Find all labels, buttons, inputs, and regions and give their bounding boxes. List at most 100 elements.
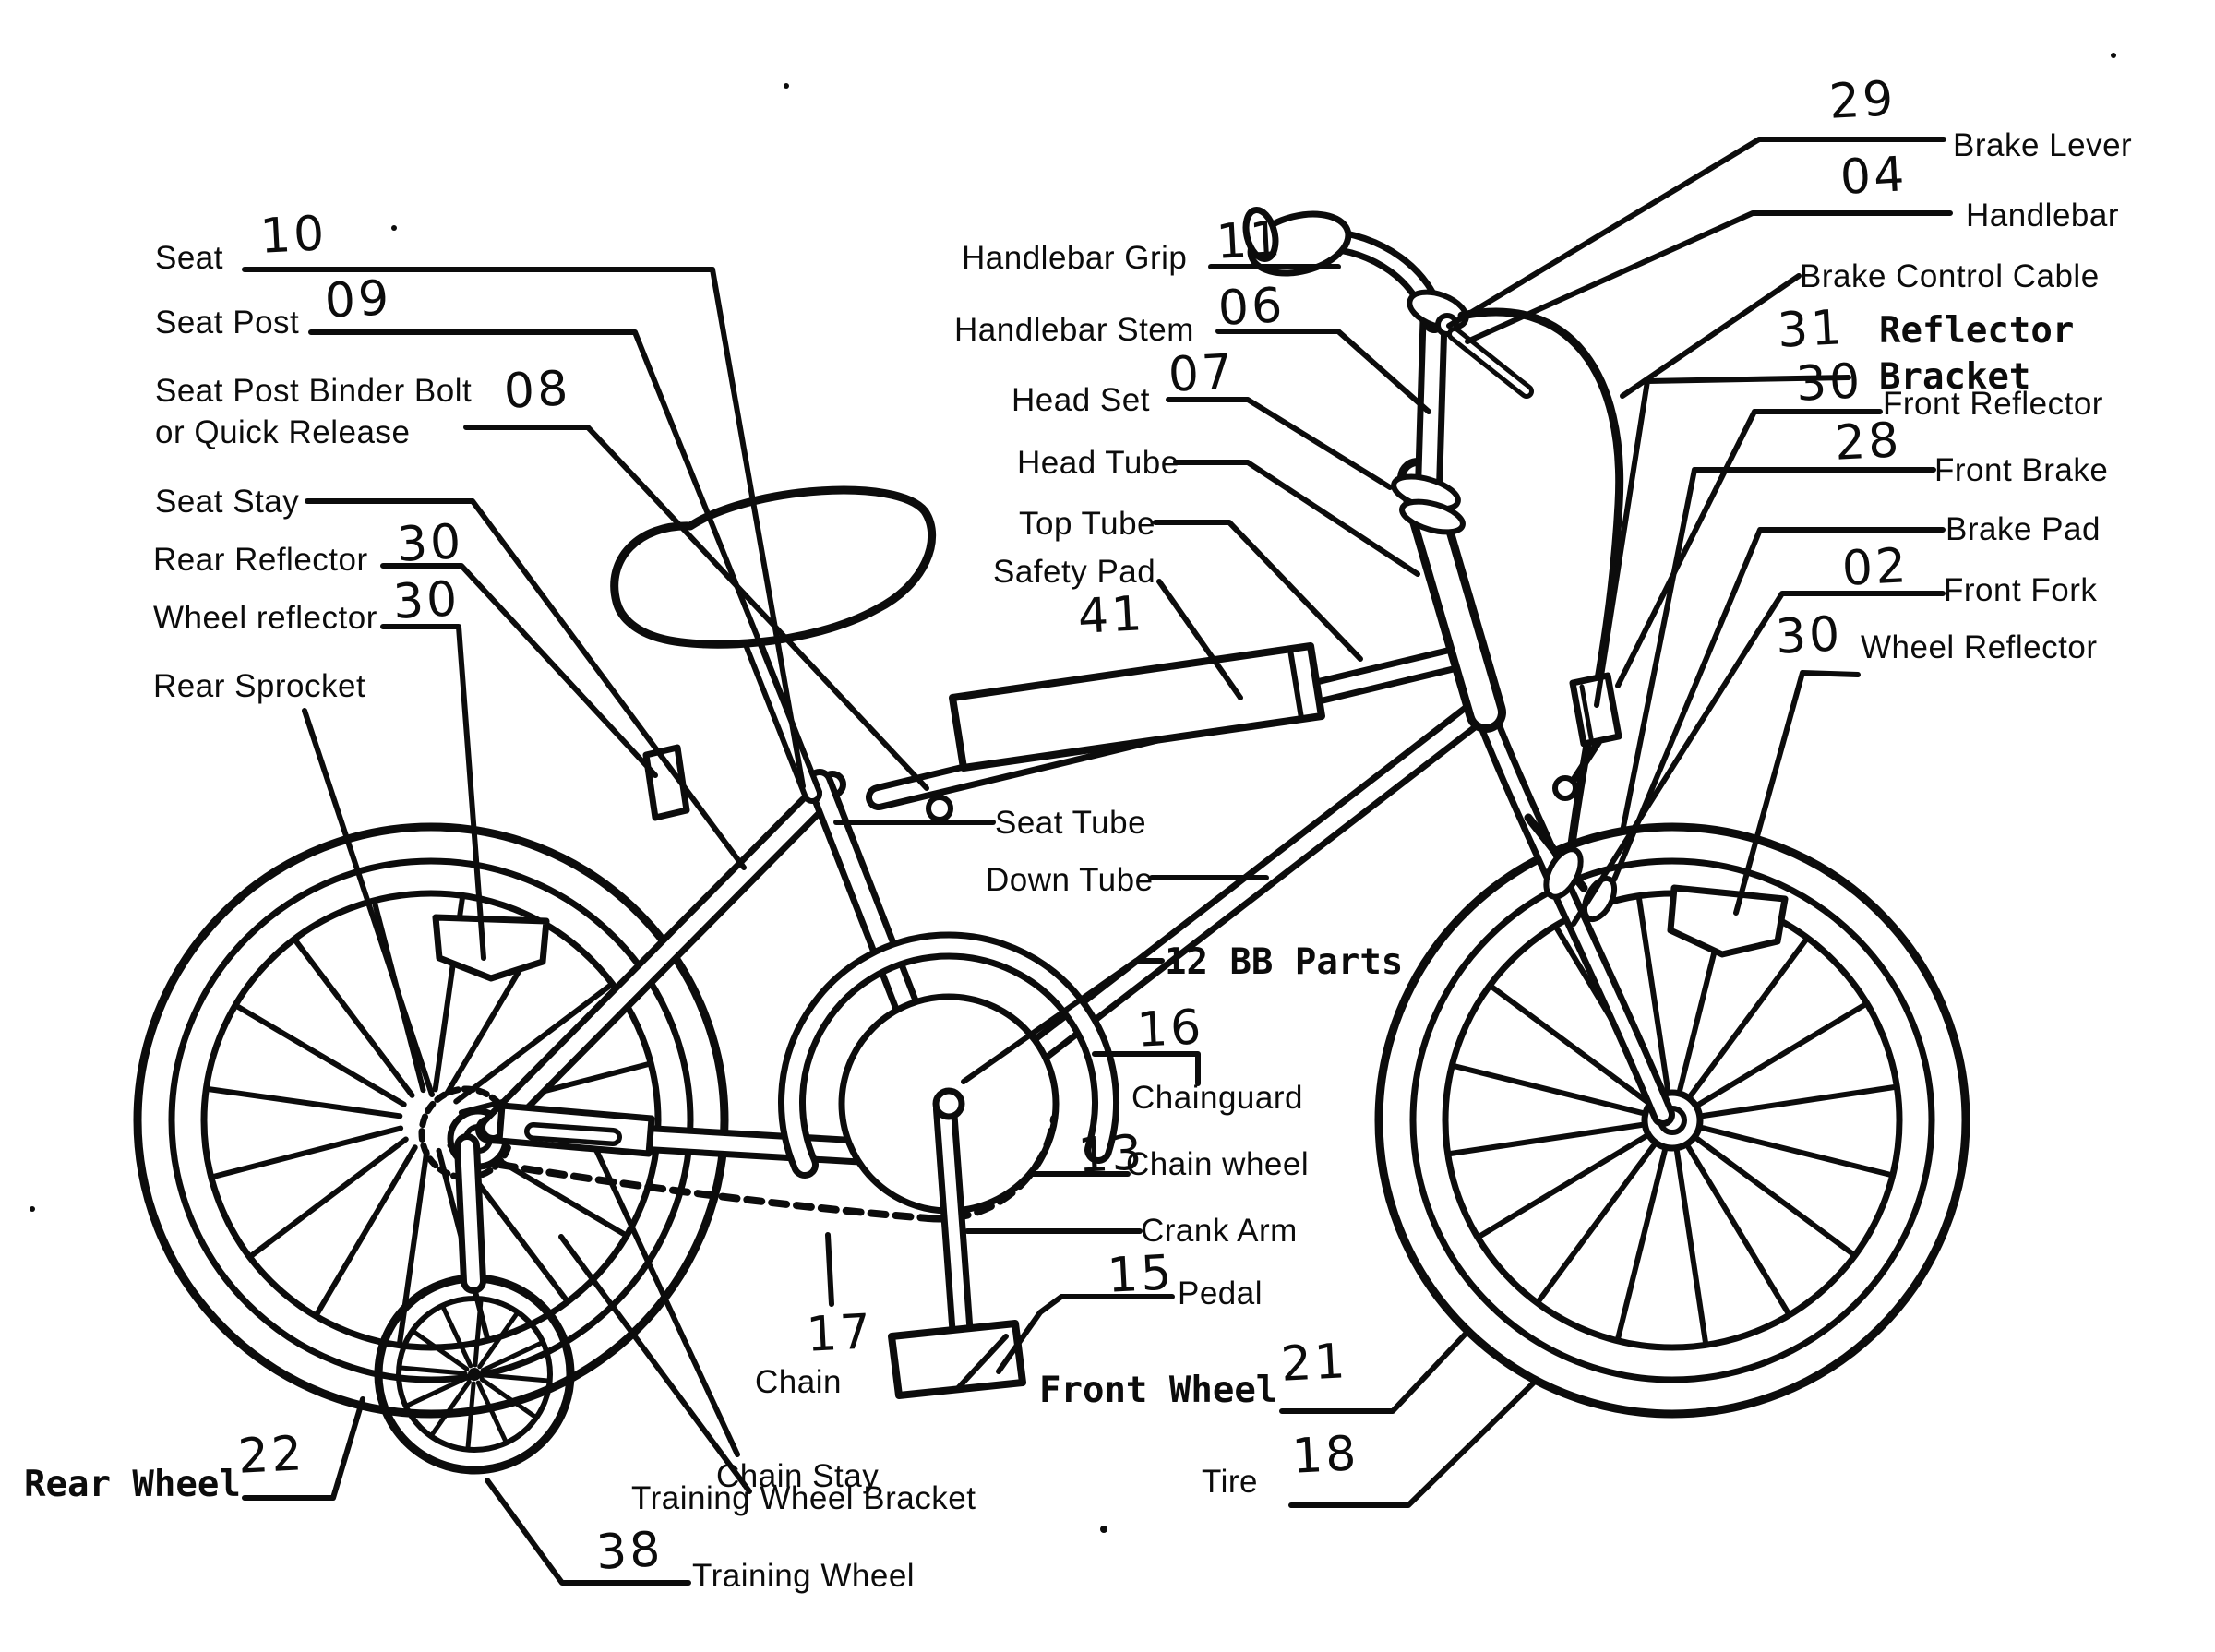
chain-stay-label: Chain Stay [716,1458,880,1494]
front-tire-inner [1409,857,1935,1383]
leader-seat-post-binder [463,425,929,791]
pedal-label: Pedal [1178,1275,1263,1311]
front-wheel-reflector-number: 30 [1774,606,1844,665]
leader-seat-post [308,329,822,795]
spoke [248,1136,409,1259]
leader-head-set [1166,397,1393,490]
front-wheel-label: Front Wheel [1039,1370,1278,1411]
rear-reflector [642,744,690,821]
top-tube-label: Top Tube [1019,506,1155,542]
spoke [1674,1148,1709,1347]
leader-front-reflector [1615,409,1883,688]
scan-specks [30,53,2116,1533]
seat-label: Seat [155,240,223,276]
bb-axle [932,1087,965,1120]
rear-tire-inner [168,857,694,1383]
front-wheel-reflector [1667,884,1789,958]
front-fork-label: Front Fork [1944,572,2098,608]
leader-front-fork [1571,591,1946,927]
safety-pad-number: 41 [1076,586,1146,645]
chain-number: 17 [805,1304,875,1363]
brake-control-cable [1457,307,1624,870]
spoke [475,1380,509,1443]
chain-label: Chain [755,1364,842,1400]
front-wheel-number: 21 [1279,1334,1349,1393]
spoke [458,1060,653,1116]
spoke [465,1381,476,1451]
head-set-lower-ring [1399,498,1466,535]
spoke [473,1298,484,1368]
speck [2111,53,2116,58]
leader-reflector-bracket [1594,375,1851,708]
training-wheel-label: Training Wheel [692,1558,916,1594]
leader-brake-pad [1611,527,1946,882]
rear-wheel [133,822,729,1419]
front-reflector-ridge [1579,684,1594,741]
spoke [453,982,614,1105]
spoke [293,938,415,1098]
brake-control-cable-label: Brake Control Cable [1800,258,2100,294]
seat-post-number: 09 [323,270,393,329]
leader-handlebar-stem [1215,329,1431,414]
rear-wheel-reflector-number: 30 [391,571,461,630]
spoke [1700,1125,1894,1178]
spoke [405,1375,469,1408]
leader-front-brake [1620,467,1936,834]
leader-brake-lever [1446,137,1946,329]
leader-chainguard [1092,1051,1201,1086]
spoke [1694,1136,1857,1258]
training-wheel-number: 38 [594,1522,664,1581]
spoke [481,1372,551,1383]
cockpit [1242,207,1624,870]
spoke [1476,1133,1648,1239]
handlebar-grip-label: Handlebar Grip [962,240,1188,276]
leader-handlebar [1465,210,1953,344]
leader-chain-stay [593,1147,740,1457]
leader-rear-wheel-reflector [380,624,486,961]
leader-training-wheel-bracket [558,1234,752,1494]
spoke [314,1144,418,1318]
speck [1100,1526,1108,1533]
rear-wheel-reflector-label: Wheel reflector [153,600,377,636]
leader-safety-pad [1156,579,1243,700]
brake-pad [1543,846,1584,900]
spoke [1688,936,1810,1098]
spoke [429,1379,472,1437]
leader-rear-sprocket [302,708,435,1097]
crank-arm-label: Crank Arm [1141,1213,1298,1249]
tire-label: Tire [1202,1464,1258,1500]
rear-wheel-number: 22 [236,1426,306,1485]
spoke [412,1329,470,1371]
rear-sprocket-label: Rear Sprocket [153,668,366,704]
training-wheel-spokes [398,1298,551,1451]
leader-training-wheel [485,1478,691,1586]
spoke [480,1340,544,1373]
training-wheel-bracket-label: Training Wheel Bracket [631,1480,976,1516]
seat-post-binder-label: Seat Post Binder Bolt or Quick Release [155,373,473,450]
handlebar-number: 04 [1838,147,1909,206]
rear-reflector-number: 30 [395,514,465,573]
reflector-bracket [1571,738,1602,783]
seat-post-binder-number: 08 [502,361,572,420]
front-tire-outer [1374,822,1970,1419]
drivetrain [497,931,1119,1399]
leader-head-tube [1173,460,1420,577]
leader-pedal [996,1294,1175,1374]
handlebar-stem-label: Handlebar Stem [954,312,1194,348]
tire-number: 18 [1290,1426,1360,1485]
head-tube-label: Head Tube [1017,445,1179,481]
safety-pad-seam [1287,647,1304,721]
spoke [398,1365,468,1376]
spoke [1700,1083,1898,1119]
spoke [1635,894,1670,1093]
speck [30,1206,35,1212]
spoke [477,1311,520,1370]
rear-rim [200,890,662,1351]
seat-stay-label: Seat Stay [155,484,300,520]
front-brake-label: Front Brake [1934,452,2109,488]
front-reflector-label: Front Reflector [1883,386,2103,422]
chainguard-label: Chainguard [1131,1080,1303,1116]
leader-top-tube [1153,520,1363,662]
speck [391,225,397,231]
down-tube-label: Down Tube [986,862,1154,898]
